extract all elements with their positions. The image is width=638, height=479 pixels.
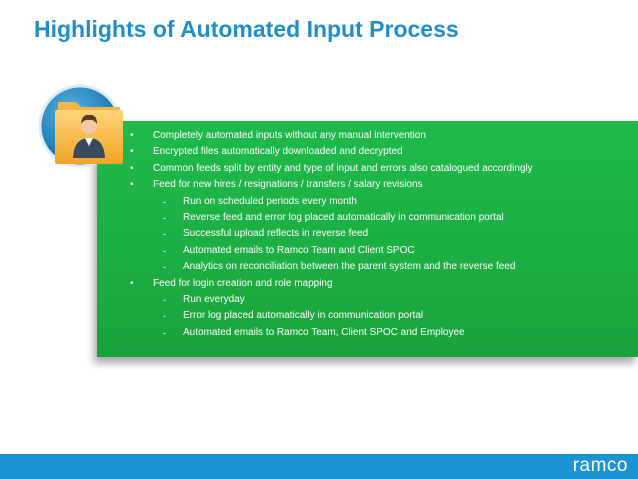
sub-bullet-item: Automated emails to Ramco Team and Clien…: [120, 243, 630, 260]
slide-title: Highlights of Automated Input Process: [34, 16, 459, 42]
bullet-item: Feed for login creation and role mapping: [120, 276, 630, 293]
user-folder-icon: [36, 80, 138, 170]
sub-bullet-item: Analytics on reconciliation between the …: [120, 259, 630, 276]
sub-bullet-item: Run everyday: [120, 292, 630, 309]
footer-bar: ramco: [0, 454, 638, 479]
bullet-item: Completely automated inputs without any …: [120, 128, 630, 145]
sub-bullet-item: Error log placed automatically in commun…: [120, 308, 630, 325]
sub-bullet-item: Automated emails to Ramco Team, Client S…: [120, 325, 630, 342]
bullet-item: Feed for new hires / resignations / tran…: [120, 177, 630, 194]
bullet-list: Completely automated inputs without any …: [120, 128, 630, 342]
ramco-logo: ramco: [572, 455, 628, 476]
bullet-item: Common feeds split by entity and type of…: [120, 161, 630, 178]
bullet-item: Encrypted files automatically downloaded…: [120, 144, 630, 161]
sub-bullet-item: Reverse feed and error log placed automa…: [120, 210, 630, 227]
sub-bullet-item: Run on scheduled periods every month: [120, 194, 630, 211]
sub-bullet-item: Successful upload reflects in reverse fe…: [120, 226, 630, 243]
